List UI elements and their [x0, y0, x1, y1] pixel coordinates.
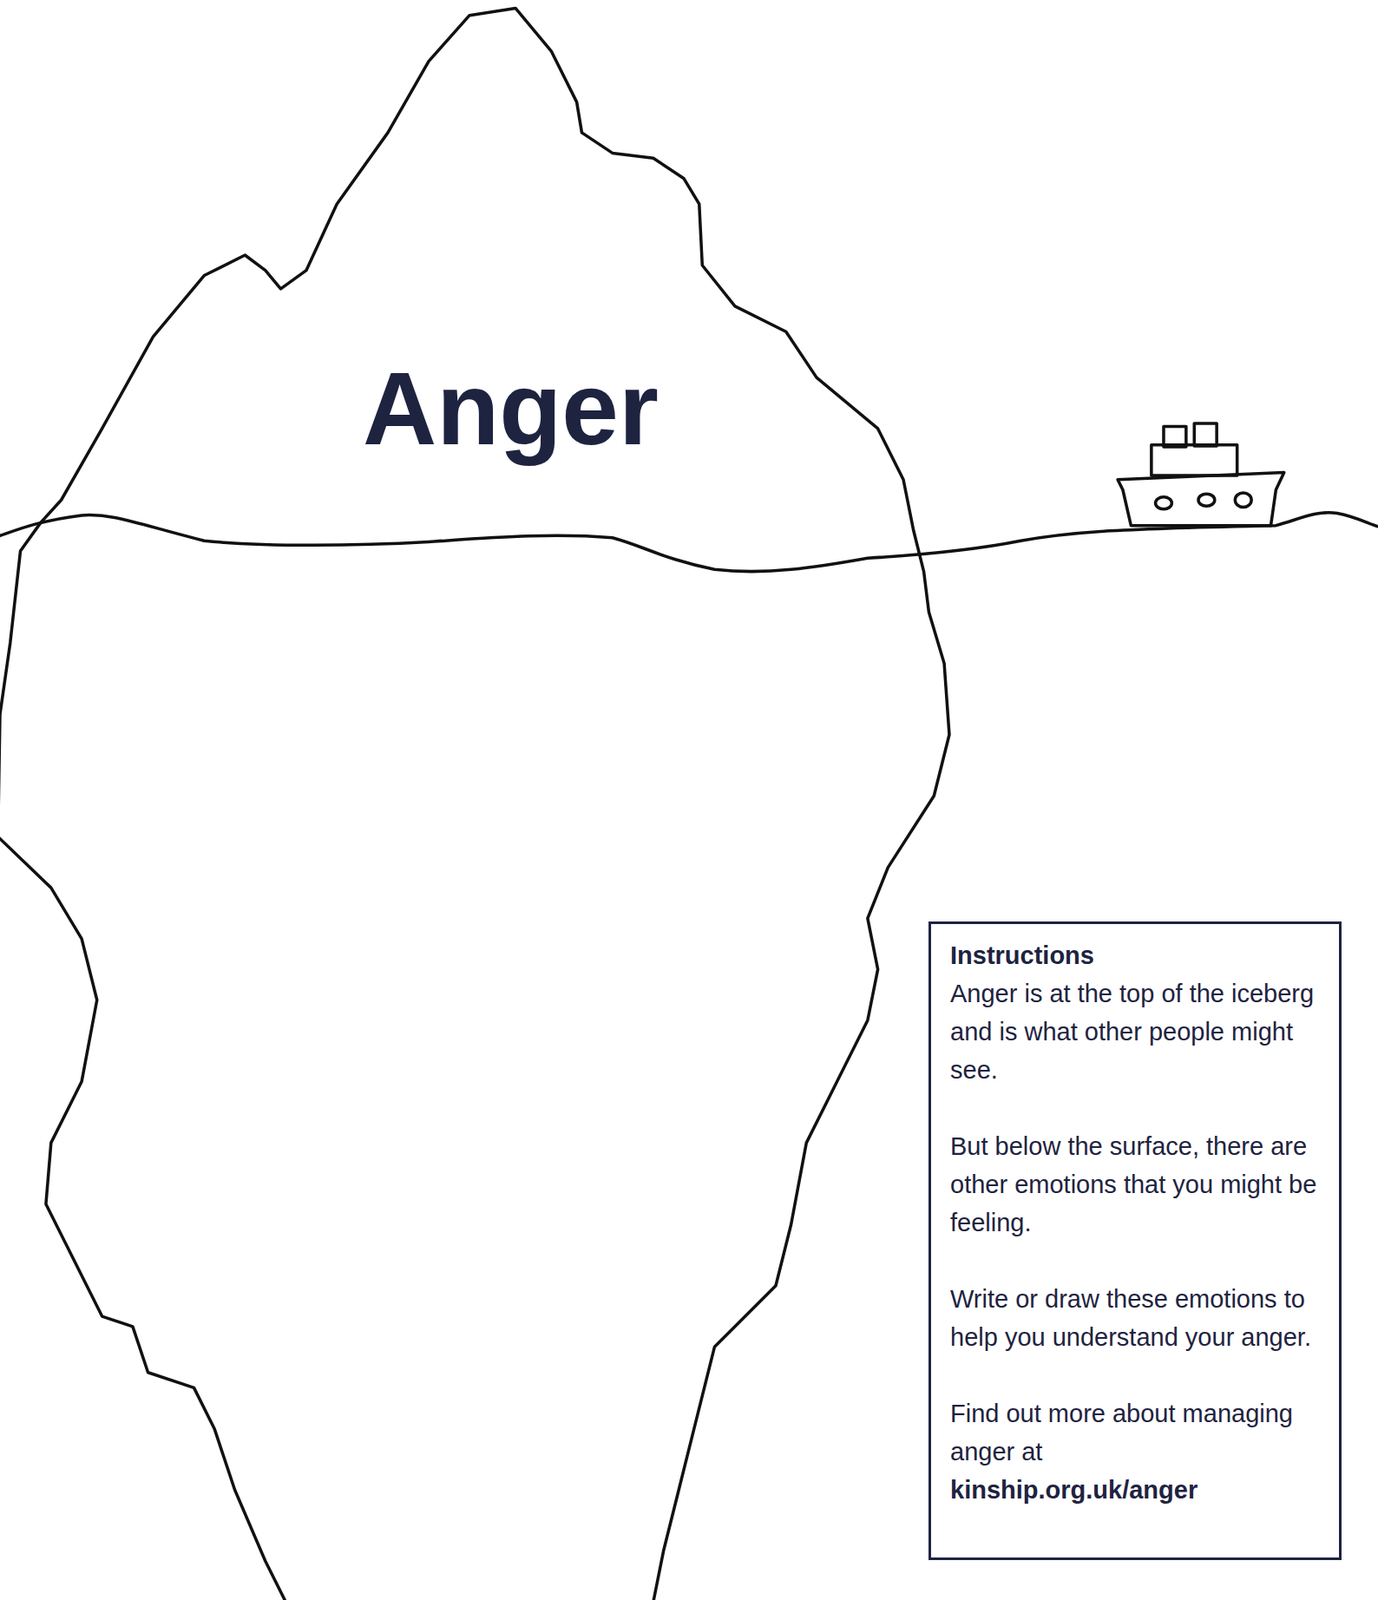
- ship: [1117, 423, 1285, 526]
- instruction-text: Find out more about managing anger at: [950, 1394, 1322, 1471]
- instruction-text: Write or draw these emotions to help you…: [950, 1279, 1322, 1357]
- instruction-text: Anger is at the top of the iceberg and i…: [950, 974, 1322, 1090]
- instruction-text: But below the surface, there are other e…: [950, 1127, 1322, 1242]
- iceberg-label: Anger: [362, 357, 659, 460]
- iceberg-line: [0, 7, 950, 1600]
- box-heading: Instructions: [950, 936, 1322, 975]
- link-text: kinship.org.uk/anger: [950, 1470, 1322, 1510]
- instructions-box: InstructionsAnger is at the top of the i…: [928, 921, 1342, 1561]
- water-line: [0, 512, 1378, 572]
